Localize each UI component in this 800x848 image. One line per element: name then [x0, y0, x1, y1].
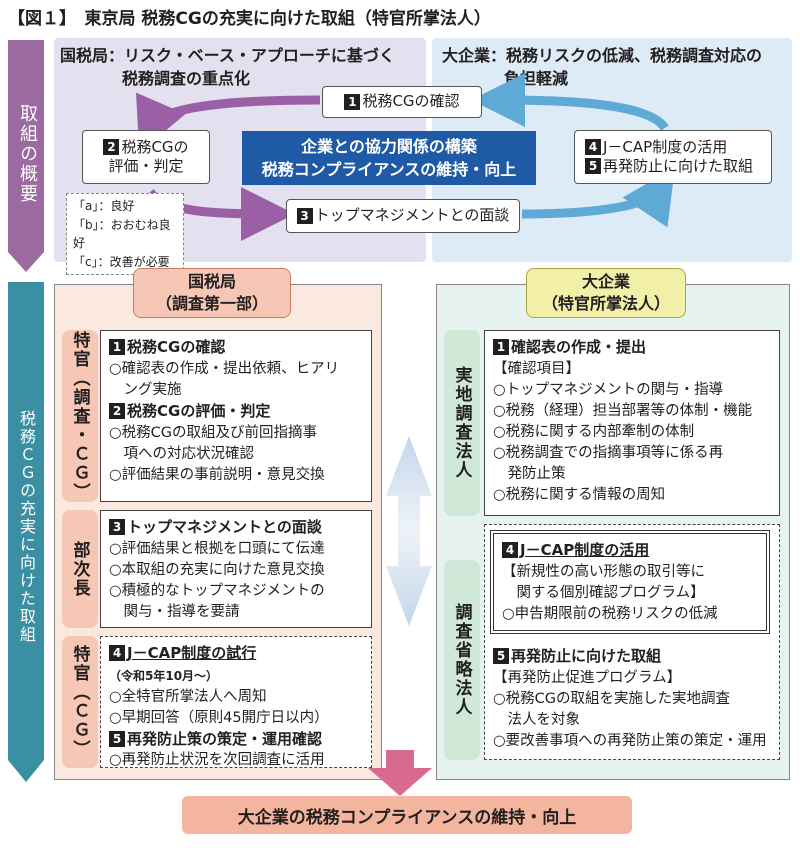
role-deputy-director: 部次長	[62, 510, 98, 628]
role-audit-omitted-corps: 調査省略法人	[444, 560, 480, 760]
arrow-4-to-1	[471, 73, 669, 131]
corporation-header: 大企業（特官所掌法人）	[526, 268, 686, 318]
role-special-officer-cg: 特官（調査・ＣＧ）	[62, 330, 98, 502]
tax-bureau-goal: 国税局：リスク・ベース・アプローチに基づく 税務調査の重点化	[60, 46, 395, 89]
details-band	[8, 282, 44, 782]
final-result: 大企業の税務コンプライアンスの維持・向上	[182, 796, 632, 834]
figure-title: 【図１】 東京局 税務CGの充実に向けた取組（特官所掌法人）	[8, 9, 491, 29]
role-special-officer-cg-2: 特官（ＣＧ）	[62, 636, 98, 768]
cooperation-center-box: 企業との協力関係の構築 税務コンプライアンスの維持・向上	[242, 131, 536, 185]
bidirectional-arrow	[386, 436, 432, 626]
role-field-audit-corps: 実地調査法人	[444, 330, 480, 516]
down-arrow	[368, 750, 432, 796]
tax-bureau-header: 国税局（調査第一部）	[133, 268, 291, 318]
overview-band	[8, 40, 44, 272]
evaluation-legend: 「a」：良好 「b」：おおむね良好 「c」：改善が必要	[66, 193, 184, 276]
arrow-1-to-2	[136, 92, 321, 153]
details-band-label: 税務ＣＧの充実に向けた取組	[17, 410, 36, 644]
arrow-3-to-4	[521, 167, 676, 228]
overview-band-label: 取組の概要	[17, 104, 38, 204]
